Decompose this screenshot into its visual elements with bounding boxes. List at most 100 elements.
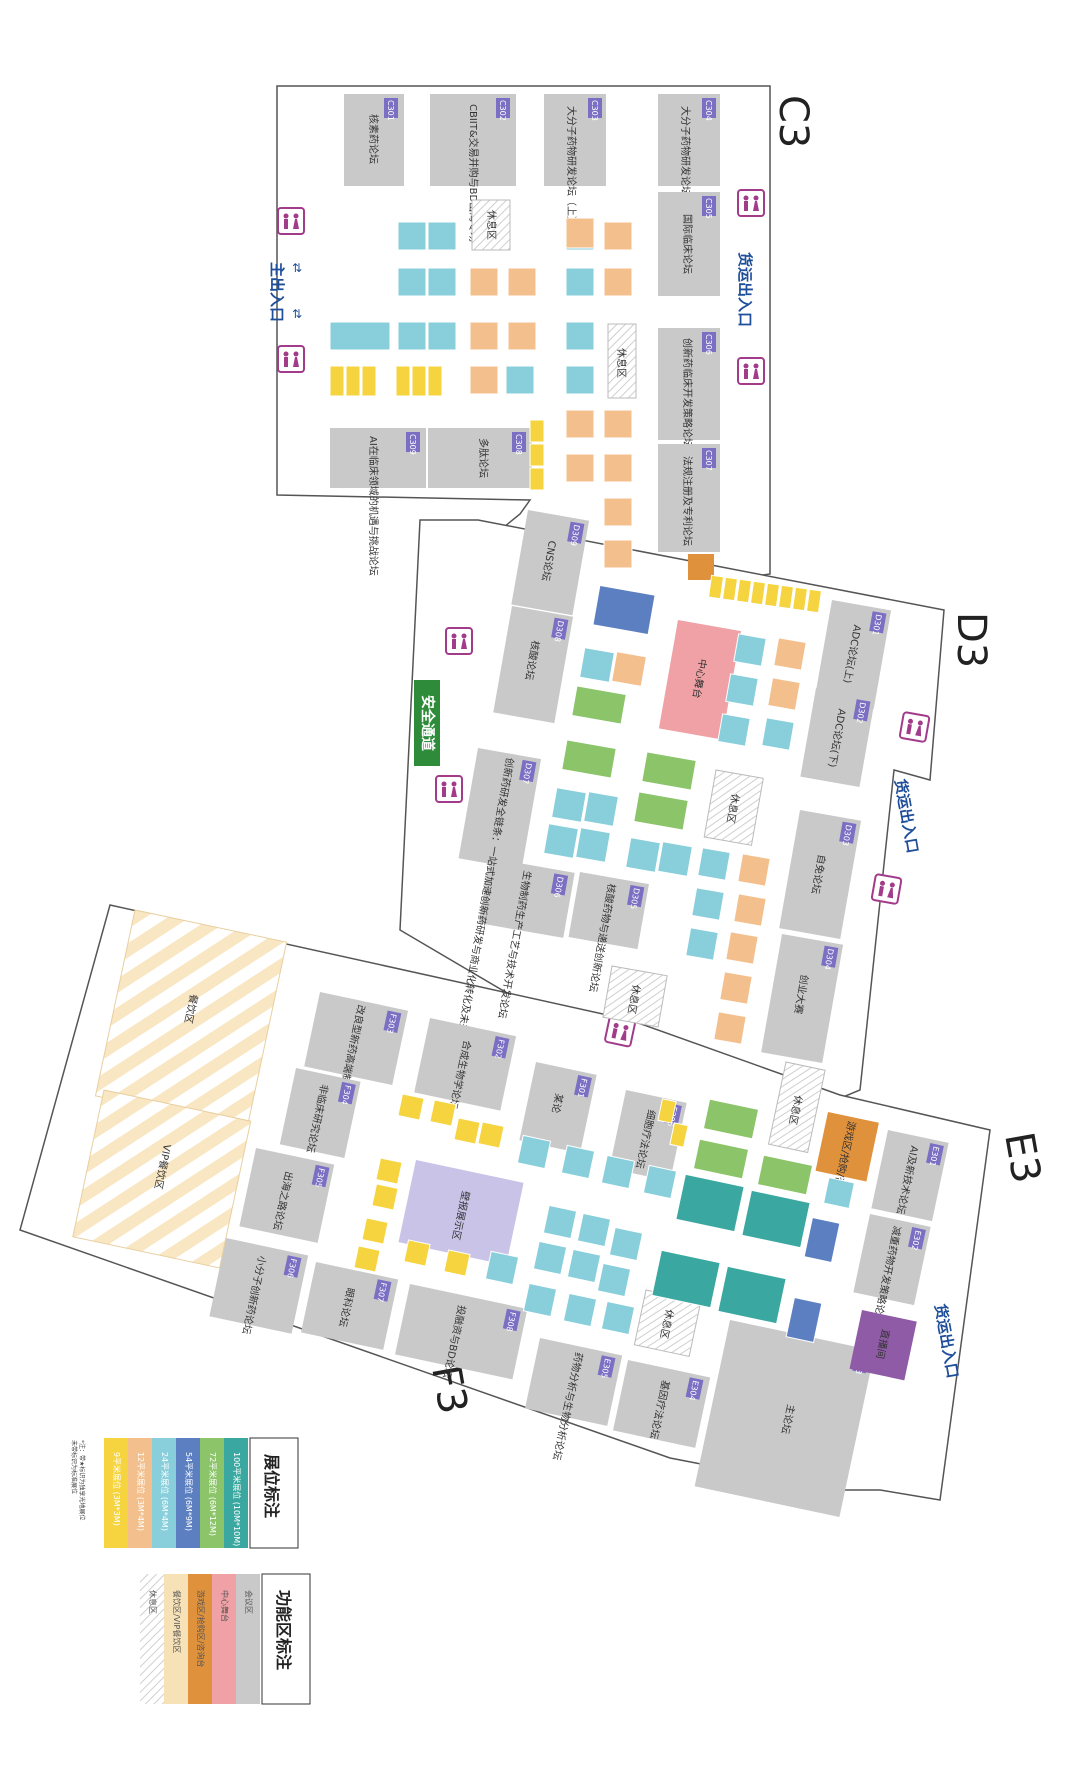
booth[interactable] (721, 576, 739, 602)
booth[interactable] (741, 1189, 811, 1249)
booth[interactable] (345, 365, 361, 397)
forum-d308[interactable]: D308 核酸论坛 (493, 606, 574, 724)
booth[interactable] (411, 365, 427, 397)
booth[interactable] (516, 1134, 552, 1170)
booth[interactable] (575, 827, 611, 863)
forum-d302[interactable]: D302 ADC论坛(下) (800, 688, 876, 788)
booth[interactable] (529, 467, 545, 491)
booth[interactable] (702, 1098, 760, 1140)
cargo-entrance-c3-label[interactable]: 货运出入口 (736, 252, 754, 327)
center-stage[interactable]: 中心舞台 (658, 620, 742, 740)
forum-c305[interactable]: C305 国际临床论坛 (658, 192, 720, 296)
booth[interactable] (713, 1011, 747, 1045)
forum-f308[interactable]: F308 投融资与BD论坛 (392, 1284, 528, 1392)
rest-area[interactable]: 休息区 (602, 965, 668, 1028)
booth[interactable] (566, 1248, 602, 1284)
booth[interactable] (397, 1093, 425, 1121)
rest-area[interactable]: 休息区 (767, 1061, 826, 1154)
booth[interactable] (565, 321, 595, 351)
booth[interactable] (361, 365, 377, 397)
forum-f304[interactable]: F304 非临床研究论坛 (279, 1068, 361, 1160)
booth[interactable] (791, 586, 809, 612)
forum-f305[interactable]: F305 出海之路论坛 (239, 1148, 335, 1243)
forum-d301[interactable]: D301 ADC论坛(上) (814, 600, 892, 709)
booth[interactable] (353, 1245, 381, 1273)
booth[interactable] (761, 717, 795, 751)
forum-c306[interactable]: C306 创新药临床开发策略论坛 (658, 328, 720, 448)
booth[interactable] (522, 1282, 558, 1318)
cargo-entrance-d3-label[interactable]: 货运出入口 (891, 778, 922, 855)
booth[interactable] (551, 787, 587, 823)
booth[interactable] (592, 584, 656, 636)
booth[interactable] (733, 893, 767, 927)
vip-dining-area[interactable]: VIP餐饮区 (72, 1089, 252, 1269)
booth[interactable] (749, 580, 767, 606)
booth[interactable] (669, 1122, 689, 1148)
booth[interactable] (737, 853, 771, 887)
booth[interactable] (697, 847, 731, 881)
booth[interactable] (571, 685, 627, 725)
safety-passage[interactable]: 安全通道 (414, 680, 440, 766)
booth[interactable] (633, 791, 689, 831)
rest-area[interactable]: 休息区 (471, 199, 511, 251)
forum-c303[interactable]: C303 大分子药物研发论坛（上） (544, 94, 606, 226)
booth[interactable] (725, 673, 759, 707)
booth[interactable] (427, 267, 457, 297)
forum-f306[interactable]: F306 小分子创新药论坛 (207, 1238, 309, 1343)
booth[interactable] (719, 971, 753, 1005)
booth[interactable] (507, 267, 537, 297)
booth[interactable] (395, 365, 411, 397)
booth[interactable] (427, 365, 443, 397)
forum-c301[interactable]: C301 核素药论坛 (344, 94, 404, 186)
forum-d304[interactable]: D304 创业大赛 (761, 934, 844, 1063)
booth[interactable] (565, 267, 595, 297)
booth[interactable] (685, 927, 719, 961)
booth[interactable] (427, 221, 457, 251)
booth[interactable] (375, 1157, 403, 1185)
booth[interactable] (429, 1099, 457, 1127)
booth[interactable] (625, 837, 661, 873)
booth[interactable] (403, 1239, 431, 1267)
booth[interactable] (600, 1300, 636, 1336)
booth[interactable] (576, 1212, 612, 1248)
booth[interactable] (565, 453, 595, 483)
booth[interactable] (603, 497, 633, 527)
booth[interactable] (692, 1138, 750, 1180)
forum-e301[interactable]: E301 AI及新技术论坛 (871, 1130, 949, 1222)
booth[interactable] (507, 321, 537, 351)
booth[interactable] (717, 1265, 787, 1325)
booth[interactable] (532, 1240, 568, 1276)
main-entrance-label[interactable]: 主出入口 (268, 262, 286, 322)
booth[interactable] (579, 647, 615, 683)
rest-area[interactable]: 休息区 (633, 1289, 702, 1358)
booth[interactable] (767, 677, 801, 711)
booth[interactable] (735, 578, 753, 604)
booth[interactable] (427, 321, 457, 351)
booth[interactable] (565, 365, 595, 395)
booth[interactable] (603, 453, 633, 483)
poster-area[interactable]: 壁报展示区 (398, 1160, 524, 1266)
booth[interactable] (733, 633, 767, 667)
booth[interactable] (329, 321, 391, 351)
forum-e304[interactable]: E304 基因疗法论坛 (613, 1360, 711, 1448)
booth[interactable] (642, 1164, 678, 1200)
booth[interactable] (600, 1154, 636, 1190)
forum-f301[interactable]: F301 某论 (519, 1062, 597, 1154)
booth[interactable] (651, 1249, 721, 1309)
booth[interactable] (397, 321, 427, 351)
booth[interactable] (611, 651, 647, 687)
booth[interactable] (453, 1117, 481, 1145)
booth[interactable] (529, 419, 545, 443)
booth[interactable] (596, 1262, 632, 1298)
booth[interactable] (562, 1292, 598, 1328)
booth[interactable] (543, 823, 579, 859)
booth[interactable] (560, 1144, 596, 1180)
booth[interactable] (397, 221, 427, 251)
booth[interactable] (443, 1249, 471, 1277)
booth[interactable] (803, 1216, 841, 1264)
forum-d309[interactable]: D309 CNS论坛 (511, 510, 590, 616)
rest-area[interactable]: 休息区 (607, 323, 637, 399)
booth[interactable] (329, 365, 345, 397)
forum-c304[interactable]: C304 大分子药物研发论坛（下） (658, 94, 720, 226)
booth[interactable] (717, 713, 751, 747)
